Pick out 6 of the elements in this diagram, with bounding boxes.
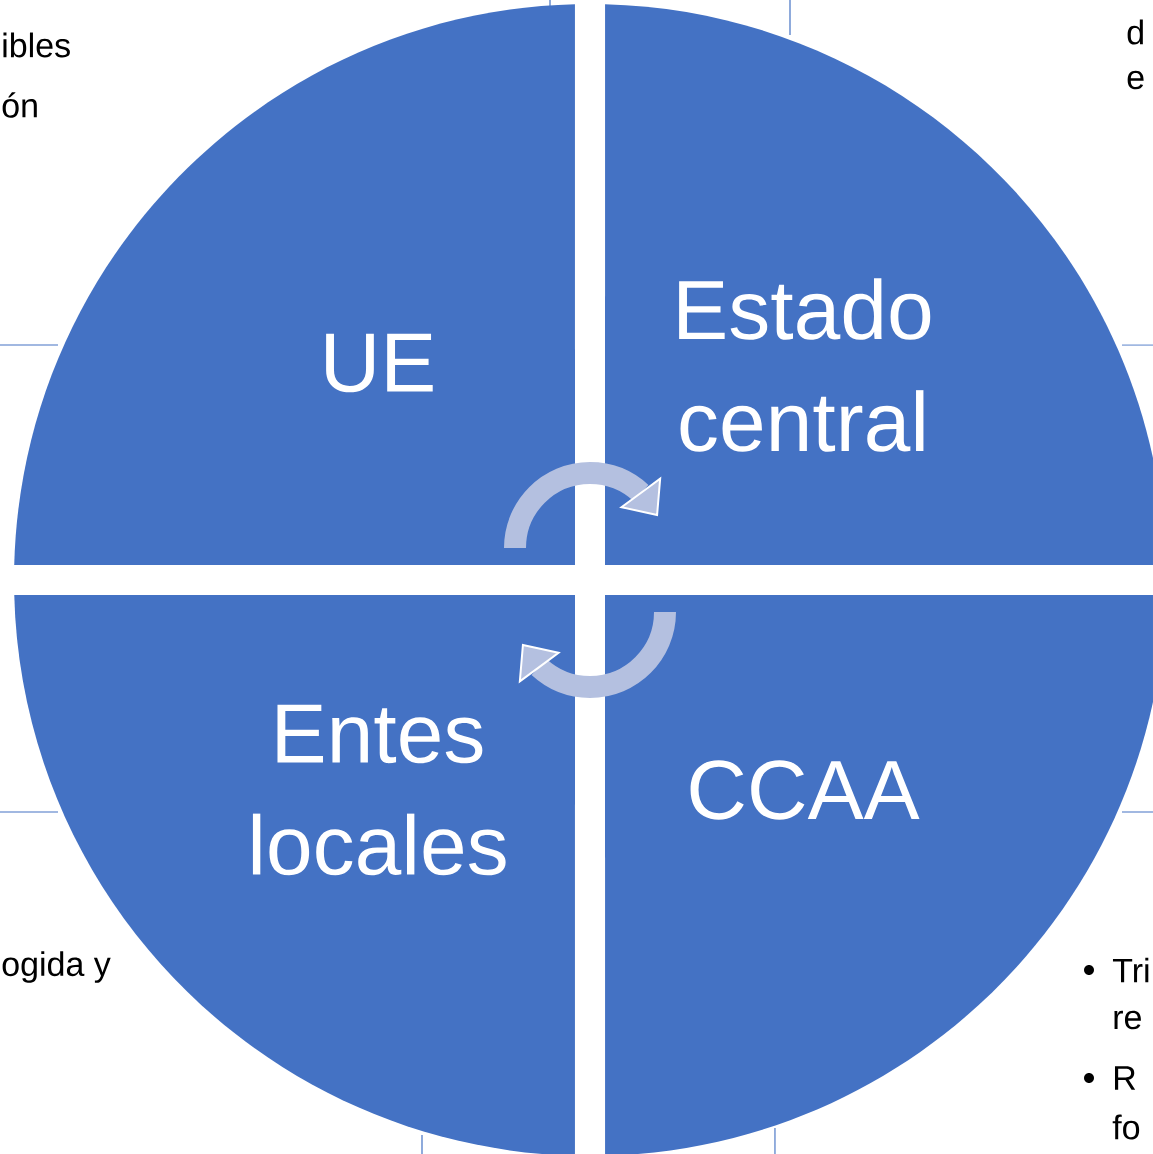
text-fragment: e xyxy=(1127,70,1144,90)
text-fragment: re xyxy=(1114,1010,1141,1030)
text-fragment: R xyxy=(1115,1066,1136,1090)
text-fragment: Tri xyxy=(1112,957,1149,983)
text-fragment: d xyxy=(1127,19,1143,45)
text-fragment: fo xyxy=(1112,1114,1140,1140)
